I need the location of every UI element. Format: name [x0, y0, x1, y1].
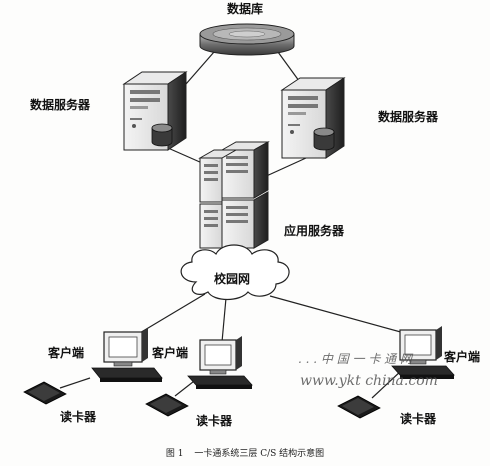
- server-right-icon: [280, 77, 346, 159]
- label-client-3: 客户端: [444, 350, 481, 364]
- app-server-icon: [198, 141, 270, 249]
- label-reader-3: 读卡器: [400, 412, 437, 426]
- figure-number: 图 1: [165, 449, 184, 459]
- label-client-2: 客户端: [152, 346, 189, 360]
- link-network-client-3: [269, 295, 409, 335]
- label-campus-network: 校园网: [214, 272, 251, 286]
- client-2-icon: [187, 336, 253, 389]
- watermark-line-2: www.ykt china.com: [300, 373, 438, 389]
- link-client-3-reader: [371, 369, 403, 399]
- label-database: 数据库: [227, 2, 264, 16]
- network-cloud-icon: [180, 244, 290, 301]
- label-client-1: 客户端: [48, 346, 85, 360]
- label-reader-1: 读卡器: [60, 410, 97, 424]
- watermark-line-1: . . . 中 国 一 卡 通 网: [298, 352, 412, 366]
- figure-caption: 图 1 一卡通系统三层 C/S 结构示意图: [0, 446, 490, 459]
- label-app-server: 应用服务器: [284, 224, 345, 238]
- label-data-server-left: 数据服务器: [30, 98, 91, 112]
- link-client-1-reader: [59, 377, 91, 389]
- link-network-client-2: [221, 297, 227, 343]
- label-data-server-right: 数据服务器: [378, 110, 439, 124]
- figure-title: 一卡通系统三层 C/S 结构示意图: [194, 449, 325, 459]
- link-right-server-app: [261, 157, 307, 179]
- server-left-icon: [122, 71, 188, 151]
- card-reader-1-icon: [23, 381, 67, 405]
- client-1-icon: [91, 328, 163, 382]
- label-reader-2: 读卡器: [196, 414, 233, 428]
- card-reader-2-icon: [145, 393, 189, 417]
- client-3-icon: [391, 326, 455, 379]
- database-icon: [199, 23, 295, 56]
- card-reader-3-icon: [337, 395, 381, 419]
